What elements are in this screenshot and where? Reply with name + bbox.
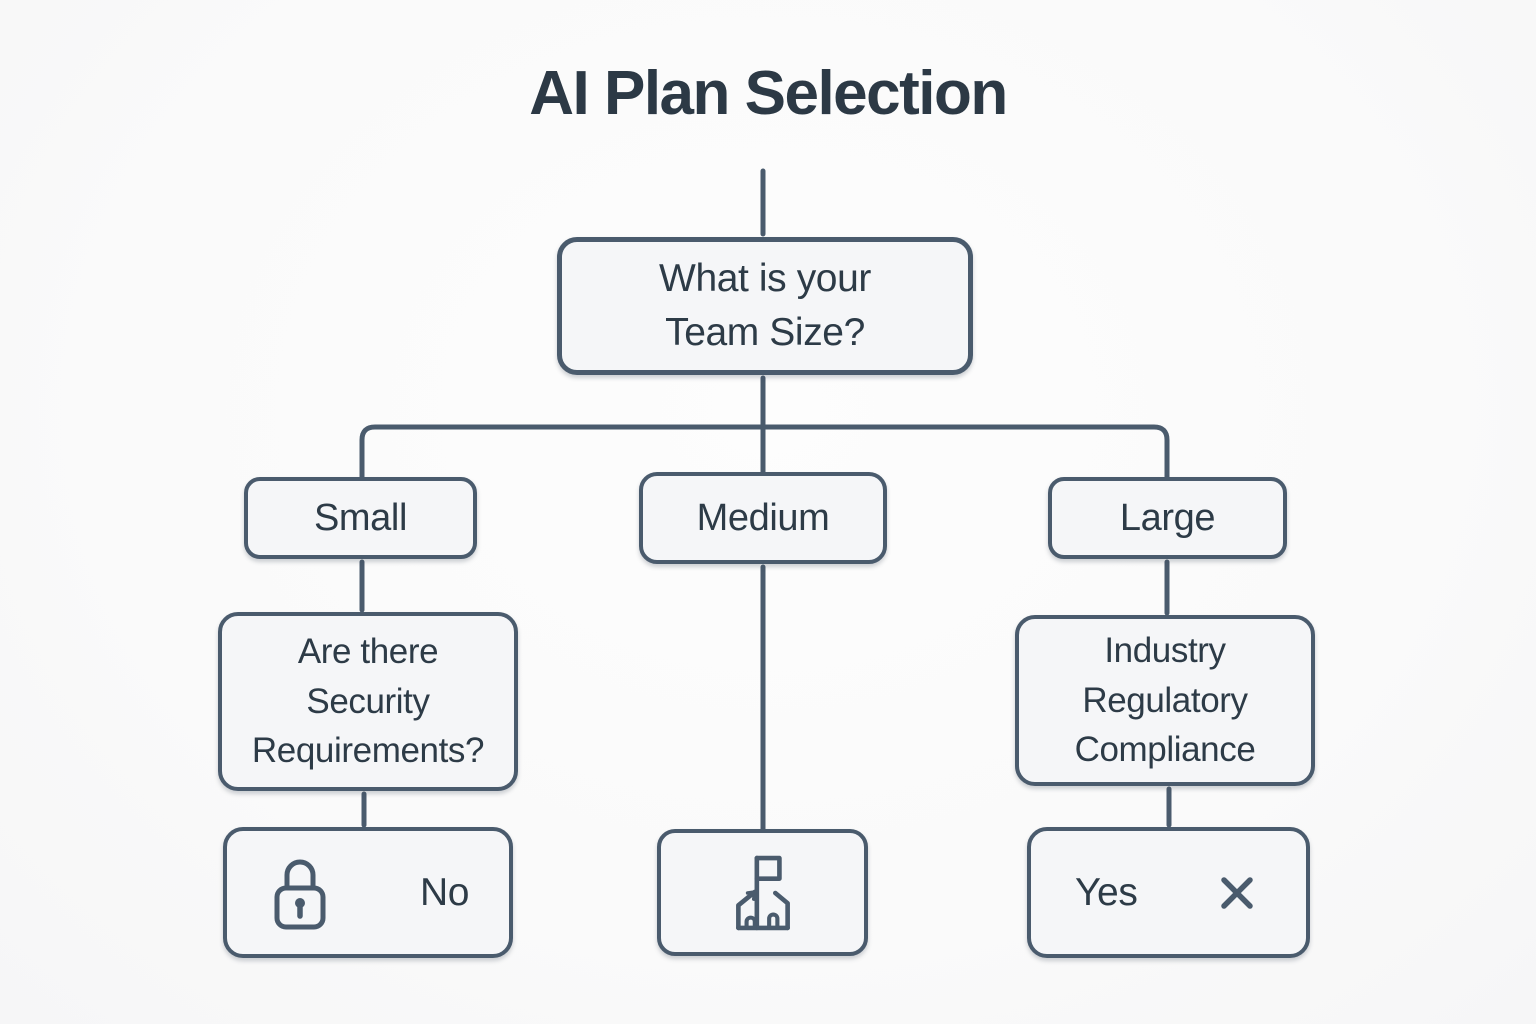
node-label: Large xyxy=(1119,496,1216,539)
leaf-label: Yes xyxy=(1075,870,1138,914)
node-leaf-yes: Yes xyxy=(1027,827,1310,958)
leaf-label: No xyxy=(419,870,469,914)
node-label: Are there Security Requirements? xyxy=(251,631,485,771)
building-icon xyxy=(730,854,796,932)
node-label: Small xyxy=(313,496,408,539)
node-large: Large xyxy=(1048,477,1287,559)
node-medium: Medium xyxy=(639,472,887,564)
node-label: Medium xyxy=(696,496,830,539)
node-small: Small xyxy=(244,477,477,559)
node-label: Industry Regulatory Compliance xyxy=(1074,630,1256,770)
edge-branch-bar xyxy=(359,424,1170,481)
node-leaf-building xyxy=(657,829,868,956)
diagram-title: AI Plan Selection xyxy=(529,59,1008,128)
node-leaf-no: No xyxy=(223,827,513,958)
lock-icon xyxy=(272,854,328,932)
node-label: What is your Team Size? xyxy=(659,257,871,354)
node-security-question: Are there Security Requirements? xyxy=(218,612,518,791)
node-industry-compliance: Industry Regulatory Compliance xyxy=(1015,615,1315,786)
node-team-size-question: What is your Team Size? xyxy=(557,237,973,375)
x-icon xyxy=(1218,874,1256,912)
